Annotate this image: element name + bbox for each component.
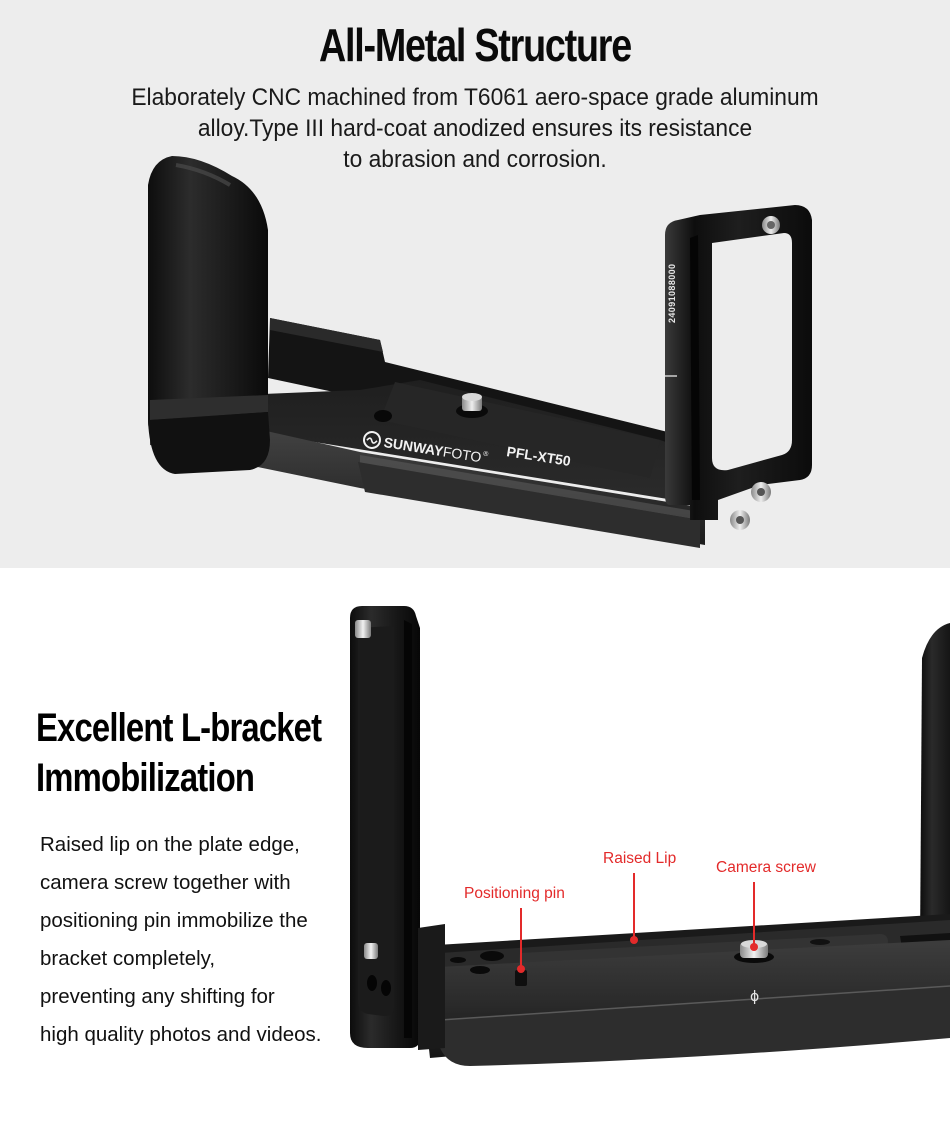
section2-description-line: positioning pin immobilize the [40,909,308,932]
product-image-bracket-detail: ϕ [350,606,950,1066]
section2-title-line: Immobilization [36,756,255,800]
section1-title: All-Metal Structure [319,19,632,71]
brand-name-light: FOTO [442,443,483,465]
section1-description: Elaborately CNC machined from T6061 aero… [33,82,917,175]
section2-description-line: Raised lip on the plate edge, [40,833,300,856]
section-all-metal-structure: 24091088000 SUNWAY FOTO ® PFL-XT50 All-M… [0,0,950,568]
callout-lines [517,873,758,973]
callout-raised-lip: Raised Lip [603,850,677,867]
section-l-bracket-immobilization: ϕ Excellent L-bracket Immobilization Rai… [0,568,950,1135]
section1-description-line: to abrasion and corrosion. [343,146,607,173]
section2-title-line: Excellent L-bracket [36,706,322,750]
section1-description-line: alloy.Type III hard-coat anodized ensure… [197,115,753,142]
registered-mark: ® [483,450,490,459]
plate-center-mark: ϕ [750,989,759,1005]
section2-description-line: camera screw together with [40,871,291,894]
section2-description-line: preventing any shifting for [40,985,275,1008]
section2-description-line: high quality photos and videos. [40,1023,322,1046]
section2-title: Excellent L-bracket Immobilization [36,703,322,803]
section2-description-line: bracket completely, [40,947,216,970]
serial-number: 24091088000 [667,264,677,323]
callout-camera-screw: Camera screw [716,859,816,876]
callout-positioning-pin: Positioning pin [464,885,565,902]
section1-description-line: Elaborately CNC machined from T6061 aero… [131,84,819,111]
product-image-bracket-front: 24091088000 SUNWAY FOTO ® PFL-XT50 [148,156,812,548]
section2-description: Raised lip on the plate edge, camera scr… [40,826,322,1054]
